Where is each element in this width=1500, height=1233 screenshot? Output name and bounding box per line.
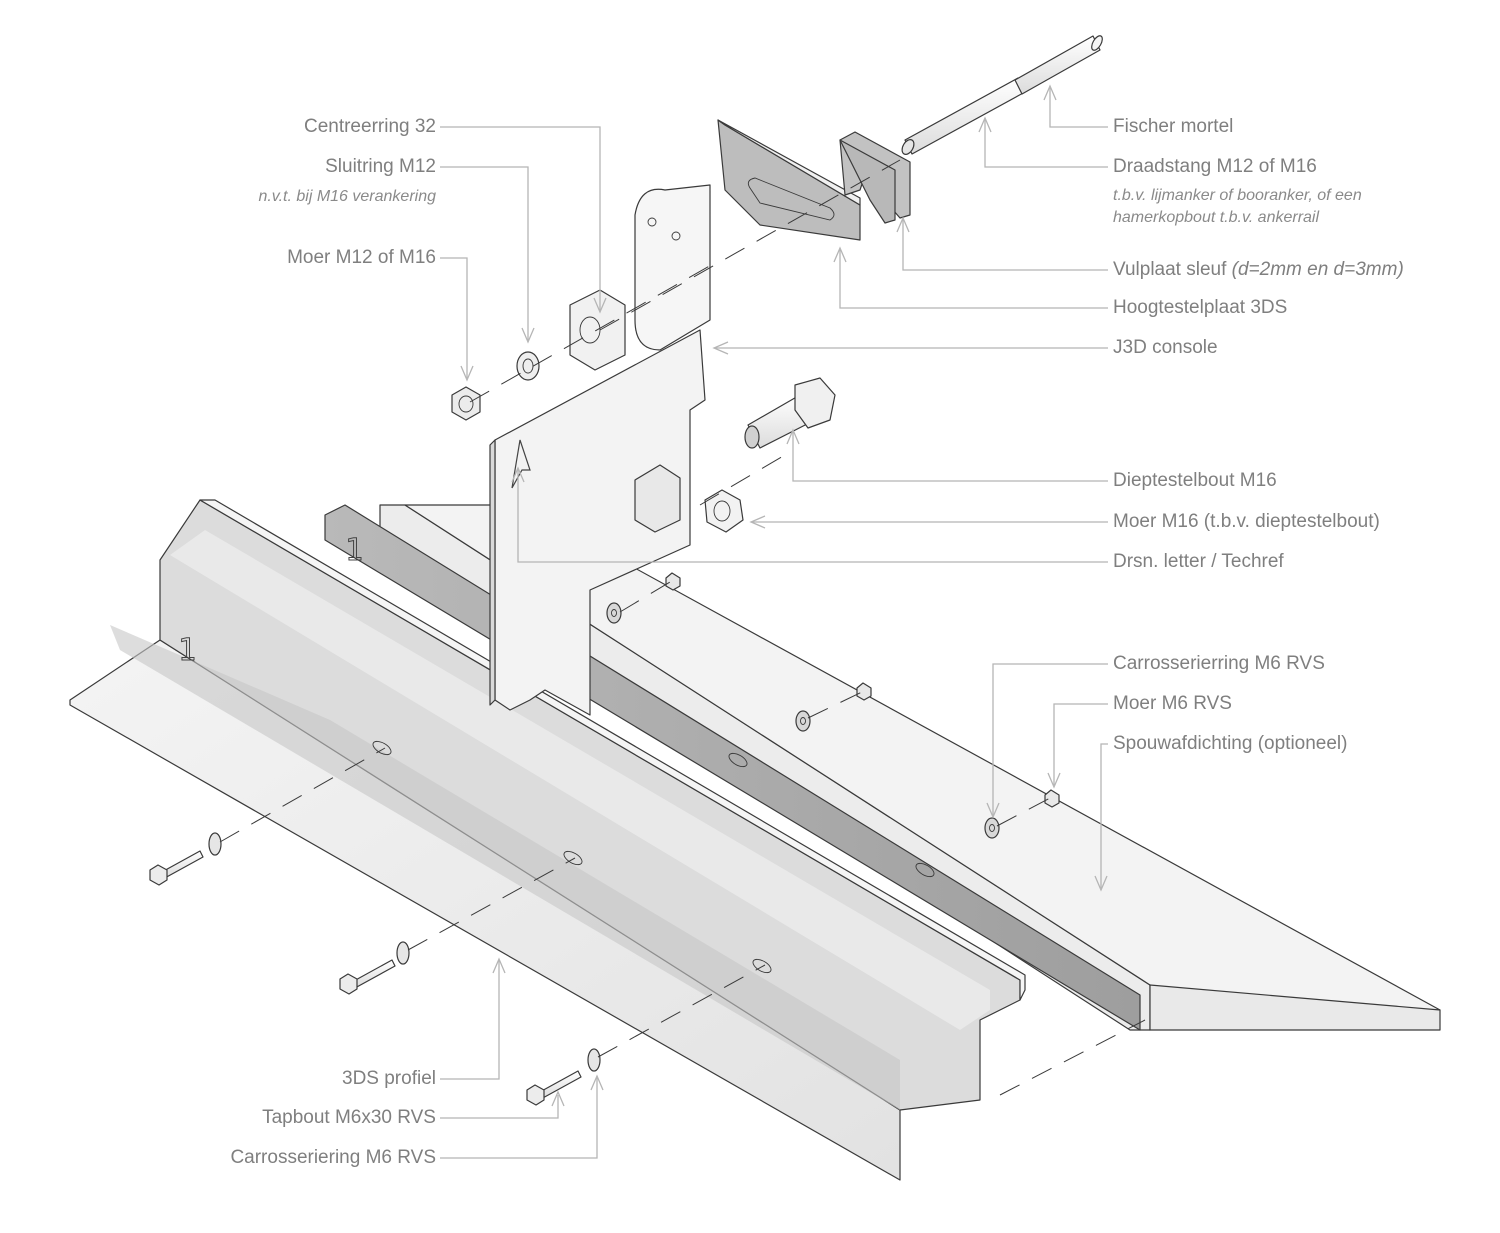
dieptestelbout-m16: [744, 377, 836, 449]
console-letter-marking: [511, 439, 531, 489]
j3d-console: [489, 329, 706, 716]
tapbout-1: [149, 832, 222, 886]
label-tapbout-m6x30-rvs: Tapbout M6x30 RVS: [262, 1107, 436, 1128]
carrosserierring-right-part: [984, 817, 1000, 839]
label-fischer-mortel: Fischer mortel: [1113, 116, 1234, 137]
moer-m16: [704, 489, 744, 533]
leader-lines: [440, 84, 1108, 1159]
note-sluitring-m12: n.v.t. bij M16 verankering: [258, 188, 436, 205]
j-bracket: [634, 184, 711, 351]
label-carrosseriering-m6-rvs: Carrosseriering M6 RVS: [230, 1147, 436, 1168]
label-centreerring-32: Centreerring 32: [303, 116, 436, 137]
hoogtestelplaat-3ds: [717, 119, 861, 241]
label-carrosserierring-m6-rvs: Carrosserierring M6 RVS: [1113, 653, 1325, 674]
carrosseriering-mid: [795, 710, 811, 732]
label-moer-m12-of-m16: Moer M12 of M16: [287, 247, 436, 268]
note-vulplaat-thickness: (d=2mm en d=3mm): [1231, 259, 1404, 280]
carrosseriering-top: [606, 602, 622, 624]
draadstang: [901, 77, 1026, 155]
label-3ds-profiel: 3DS profiel: [342, 1068, 436, 1089]
moer-m6-right: [1044, 789, 1060, 808]
3ds-profiel: 1: [69, 499, 1026, 1181]
label-drsn-letter-techref: Drsn. letter / Techref: [1113, 551, 1284, 572]
note-draadstang-line2: hamerkopbout t.b.v. ankerrail: [1113, 209, 1320, 226]
sluitring-m12: [516, 351, 540, 381]
tapbout-2: [339, 941, 410, 995]
label-j3d-console: J3D console: [1113, 337, 1218, 358]
moer-m6-top: [665, 572, 681, 591]
label-sluitring-m12: Sluitring M12: [325, 156, 436, 177]
label-dieptestelbout-m16: Dieptestelbout M16: [1113, 470, 1277, 491]
label-moer-m16: Moer M16 (t.b.v. dieptestelbout): [1113, 511, 1380, 532]
label-spouwafdichting: Spouwafdichting (optioneel): [1113, 733, 1348, 754]
profile-number-marking: 1: [178, 633, 196, 668]
label-moer-m6-rvs: Moer M6 RVS: [1113, 693, 1232, 714]
note-draadstang-line1: t.b.v. lijmanker of booranker, of een: [1113, 187, 1362, 204]
moer-m12: [451, 386, 481, 421]
tapbout-3: [526, 1048, 601, 1106]
assembly-axis-lines: [219, 159, 1146, 1096]
moer-m6-mid: [856, 682, 872, 701]
seal-number-marking: 1: [345, 533, 363, 568]
label-hoogtestelplaat-3ds: Hoogtestelplaat 3DS: [1113, 297, 1288, 318]
label-vulplaat-sleuf: Vulplaat sleuf (d=2mm en d=3mm): [1113, 259, 1404, 281]
label-vulplaat-sleuf-text: Vulplaat sleuf: [1113, 259, 1232, 280]
label-draadstang: Draadstang M12 of M16: [1113, 156, 1317, 177]
fischer-mortel: [1014, 35, 1103, 95]
vulplaat-sleuf: [839, 131, 911, 224]
